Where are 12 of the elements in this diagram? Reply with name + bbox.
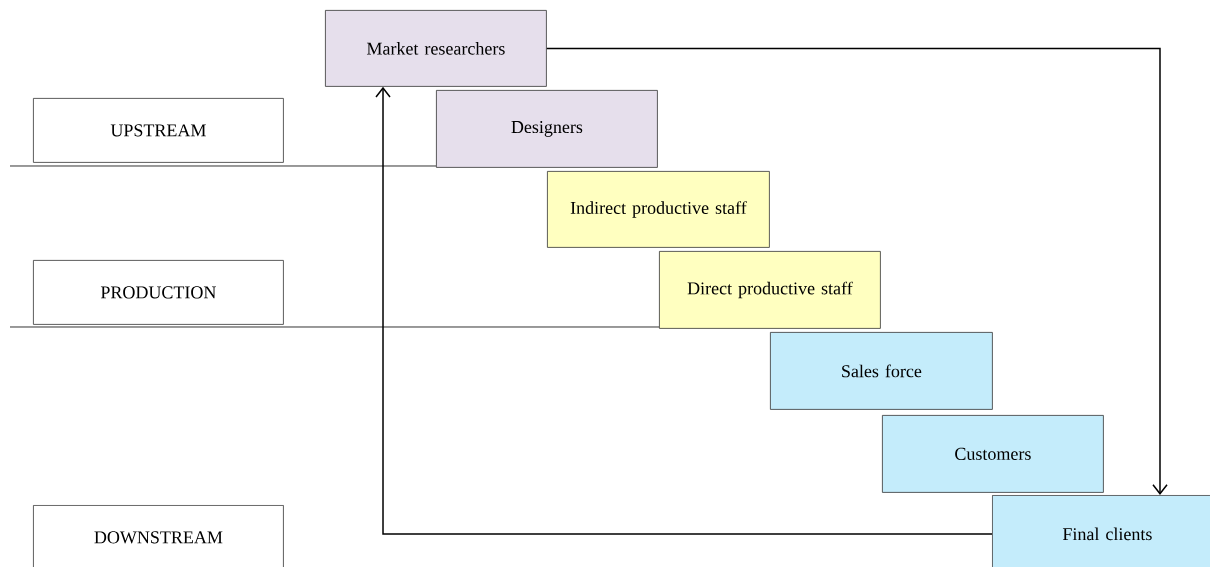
role-box: Customers <box>882 415 1104 493</box>
role-box: Market researchers <box>325 10 547 87</box>
stage-box: PRODUCTION <box>33 260 284 325</box>
arrow <box>375 86 993 535</box>
role-box: Direct productive staff <box>659 251 881 329</box>
stage-box: UPSTREAM <box>33 98 284 163</box>
role-box: Final clients <box>992 495 1210 567</box>
arrow <box>546 47 1168 495</box>
role-box: Indirect productive staff <box>547 171 770 248</box>
stage-box: DOWNSTREAM <box>33 505 284 567</box>
role-box: Sales force <box>770 332 993 410</box>
role-box: Designers <box>436 90 658 168</box>
